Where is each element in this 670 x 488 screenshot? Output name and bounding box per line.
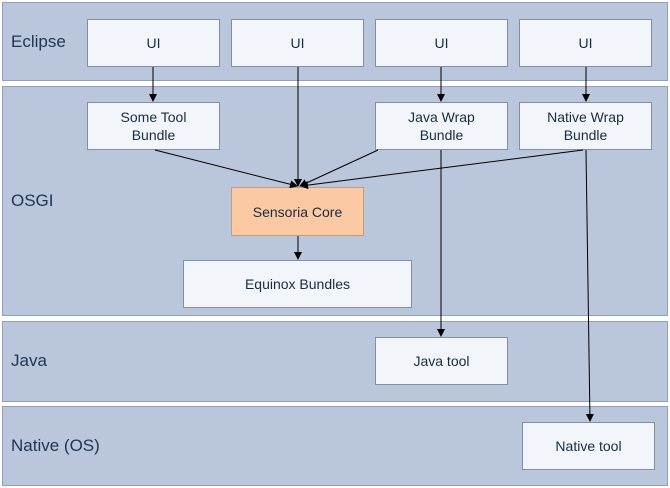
native-tool-box: Native tool	[522, 422, 655, 470]
java-layer: Java	[2, 321, 668, 402]
ui-box-3: UI	[375, 19, 508, 67]
ui-box-2: UI	[231, 19, 364, 67]
eclipse-layer-label: Eclipse	[11, 32, 66, 51]
java-wrap-bundle-box: Java Wrap Bundle	[375, 102, 508, 150]
some-tool-bundle-box: Some Tool Bundle	[87, 102, 220, 150]
java-tool-box: Java tool	[375, 337, 508, 385]
ui-box-4: UI	[519, 19, 652, 67]
native-wrap-bundle-box: Native Wrap Bundle	[519, 102, 652, 150]
osgi-layer-label: OSGI	[11, 191, 54, 210]
ui-box-1: UI	[87, 19, 220, 67]
equinox-bundles-box: Equinox Bundles	[183, 260, 412, 308]
java-layer-label: Java	[11, 351, 47, 370]
sensoria-core-box: Sensoria Core	[231, 187, 364, 236]
native-layer-label: Native (OS)	[11, 436, 100, 455]
